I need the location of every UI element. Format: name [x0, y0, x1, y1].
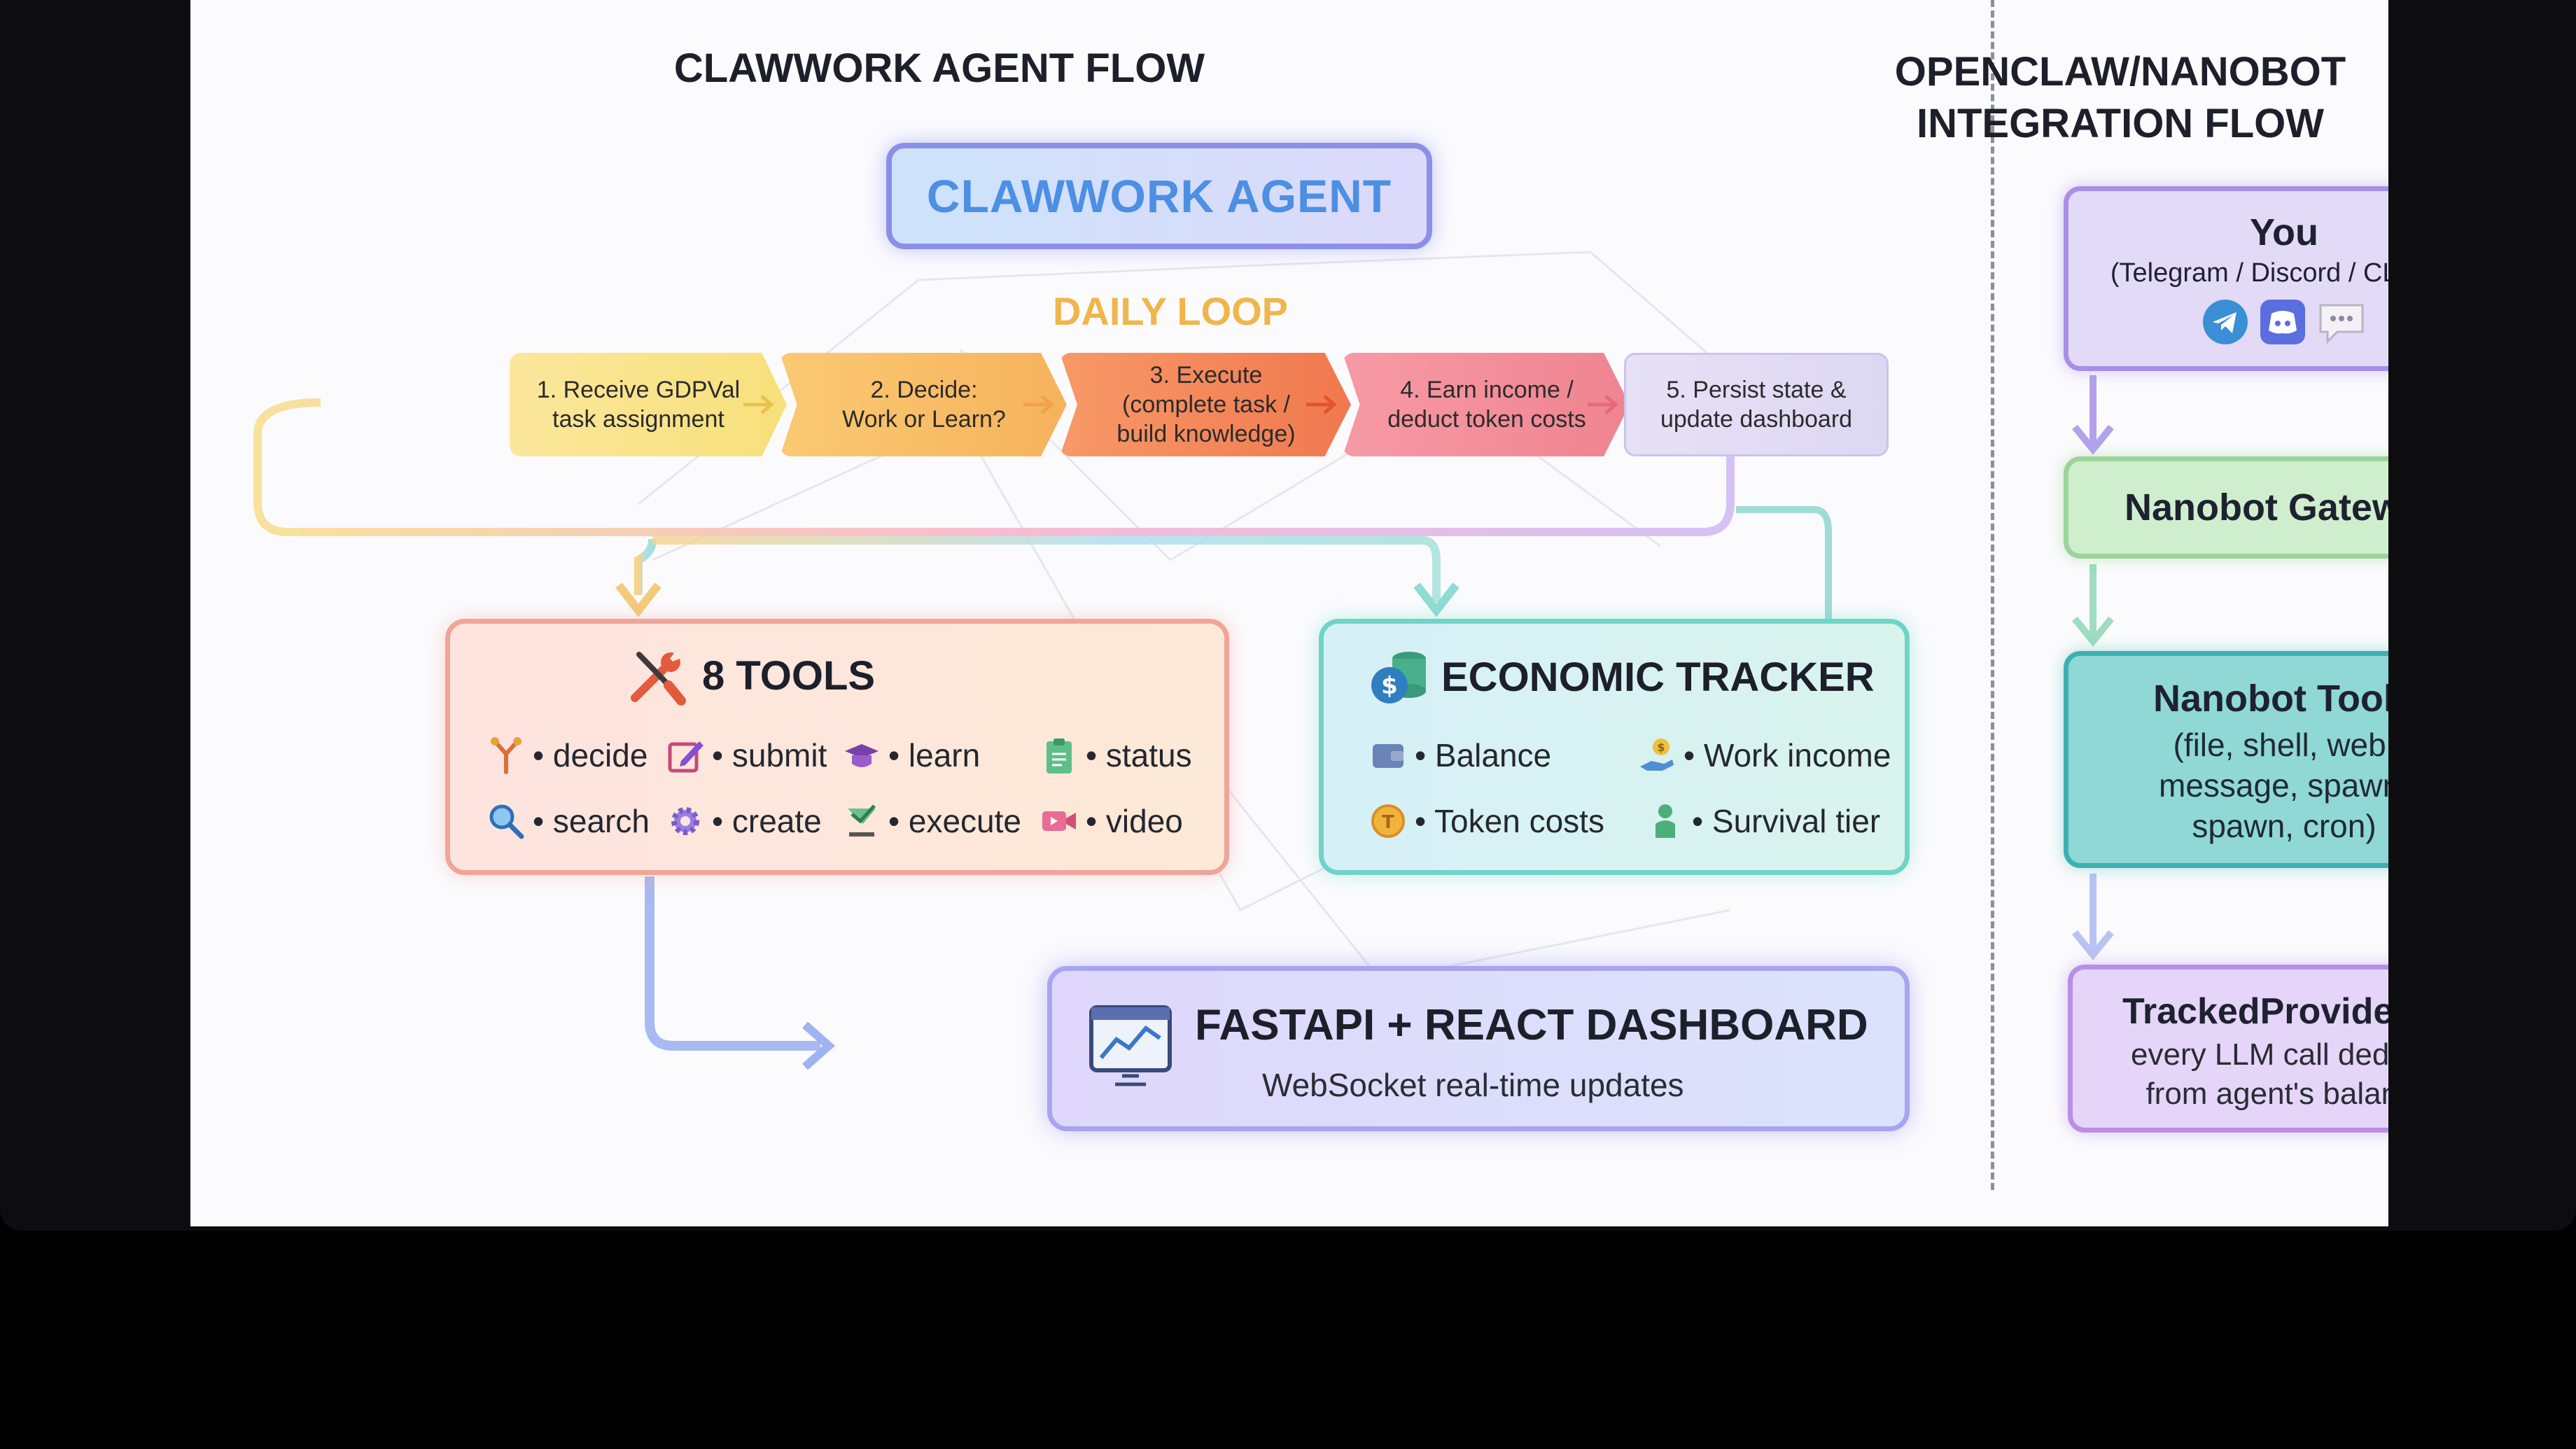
video-camera-icon	[1042, 811, 1076, 831]
gateway-title: Nanobot Gateway	[2124, 486, 2388, 528]
you-box: You (Telegram / Discord / CLI / ...)	[2064, 186, 2388, 371]
step-3-arrow-icon	[1306, 395, 1337, 414]
token-coin-icon: T	[1371, 804, 1405, 838]
you-to-gateway-arrowhead	[2072, 424, 2114, 455]
tool-execute: • execute	[842, 802, 1021, 841]
diagram-canvas: CLAWWORK AGENT FLOW OPENCLAW/NANOBOT INT…	[190, 0, 2388, 1226]
clawwork-agent-box: CLAWWORK AGENT	[886, 143, 1432, 249]
nanobot-tools-list: (file, shell, web, message, spawn, spawn…	[2159, 727, 2388, 844]
section-divider	[1991, 0, 1994, 1190]
economic-survival-tier: • Survival tier	[1646, 802, 1880, 841]
economic-work-income: $ • Work income	[1637, 736, 1891, 775]
dashboard-arrowhead	[802, 1021, 836, 1070]
loop-branch-line	[652, 536, 1441, 602]
right-title-line-2: INTEGRATION FLOW	[1916, 101, 2325, 146]
tools-header: 8 TOOLS	[625, 643, 875, 708]
tool-video: • video	[1040, 802, 1183, 841]
tools-title: 8 TOOLS	[702, 652, 876, 699]
nanobot-tools-title: Nanobot Tools	[2153, 678, 2388, 720]
tracked-provider-title: TrackedProvider →	[2122, 991, 2388, 1032]
economic-token-costs: T • Token costs	[1368, 802, 1604, 841]
channel-icons	[2068, 298, 2388, 346]
dashboard-box: FASTAPI + REACT DASHBOARD WebSocket real…	[1047, 966, 1910, 1131]
tool-create: • create	[666, 802, 822, 841]
edit-icon	[668, 741, 704, 773]
loop-step-5: 5. Persist state &update dashboard	[1624, 353, 1889, 456]
dashboard-subtitle: WebSocket real-time updates	[1262, 1067, 1684, 1103]
tool-decide: • decide	[486, 736, 648, 775]
step-4-arrow-icon	[1588, 395, 1618, 414]
tracked-provider-description: every LLM call deducts from agent's bala…	[2131, 1037, 2388, 1111]
tools-box: 8 TOOLS • decide • submit • learn • stat…	[445, 619, 1229, 875]
branch-icon	[491, 737, 522, 774]
economic-title: ECONOMIC TRACKER	[1441, 654, 1875, 700]
tools-to-dashboard-line	[645, 876, 820, 1051]
svg-text:$: $	[1381, 672, 1398, 700]
economic-tracker-box: $ ECONOMIC TRACKER • Balance $ • Work in…	[1319, 619, 1910, 875]
loop-step-2: 2. Decide:Work or Learn?	[780, 353, 1067, 456]
dashboard-title: FASTAPI + REACT DASHBOARD	[1195, 1001, 1868, 1049]
tools-to-tracked-arrowhead	[2072, 930, 2114, 960]
tracked-provider-box: TrackedProvider → every LLM call deducts…	[2068, 965, 2388, 1133]
svg-text:$: $	[1657, 741, 1665, 754]
execute-icon	[848, 804, 876, 836]
left-section-title: CLAWWORK AGENT FLOW	[673, 46, 1205, 91]
loop-to-tools-line	[634, 538, 657, 595]
chat-bubble-icon	[2319, 304, 2364, 344]
telegram-icon	[2203, 300, 2248, 344]
person-icon	[1656, 804, 1675, 838]
tools-arrowhead	[615, 582, 662, 617]
economic-balance: • Balance	[1368, 736, 1551, 775]
discord-icon	[2260, 300, 2305, 344]
svg-text:T: T	[1382, 812, 1394, 833]
tool-status: • status	[1040, 736, 1192, 775]
right-title-line-1: OPENCLAW/NANOBOT	[1894, 49, 2346, 94]
daily-loop-label: DAILY LOOP	[1052, 289, 1289, 333]
step-arrows	[743, 395, 1618, 414]
you-subtitle: (Telegram / Discord / CLI / ...)	[2110, 258, 2388, 288]
money-coins-icon: $	[1371, 652, 1426, 704]
magnifier-icon	[489, 804, 524, 839]
gear-icon	[671, 807, 699, 835]
loop-step-3: 3. Execute(complete task /build knowledg…	[1060, 353, 1351, 456]
nanobot-tools-box: Nanobot Tools (file, shell, web, message…	[2064, 651, 2388, 868]
econ-arrowhead	[1413, 582, 1460, 617]
tool-learn: • learn	[842, 736, 980, 775]
step-2-arrow-icon	[1023, 395, 1054, 414]
economic-header: $ ECONOMIC TRACKER	[1367, 645, 1875, 709]
income-hand-icon: $	[1640, 738, 1674, 771]
clipboard-icon	[1046, 738, 1072, 774]
graduation-cap-icon	[845, 744, 878, 767]
tool-submit: • submit	[666, 736, 827, 775]
loop-step-4: 4. Earn income /deduct token costs	[1343, 353, 1630, 456]
dashboard-chart-icon	[1089, 1005, 1172, 1086]
wallet-icon	[1373, 744, 1404, 768]
step-1-arrow-icon	[743, 395, 774, 414]
you-title: You	[2250, 211, 2318, 253]
wrench-screwdriver-icon	[631, 652, 686, 706]
tool-search: • search	[486, 802, 650, 841]
gateway-to-tools-arrowhead	[2072, 616, 2114, 647]
nanobot-gateway-box: Nanobot Gateway	[2064, 456, 2388, 559]
right-section-title: OPENCLAW/NANOBOT INTEGRATION FLOW	[1823, 46, 2388, 150]
